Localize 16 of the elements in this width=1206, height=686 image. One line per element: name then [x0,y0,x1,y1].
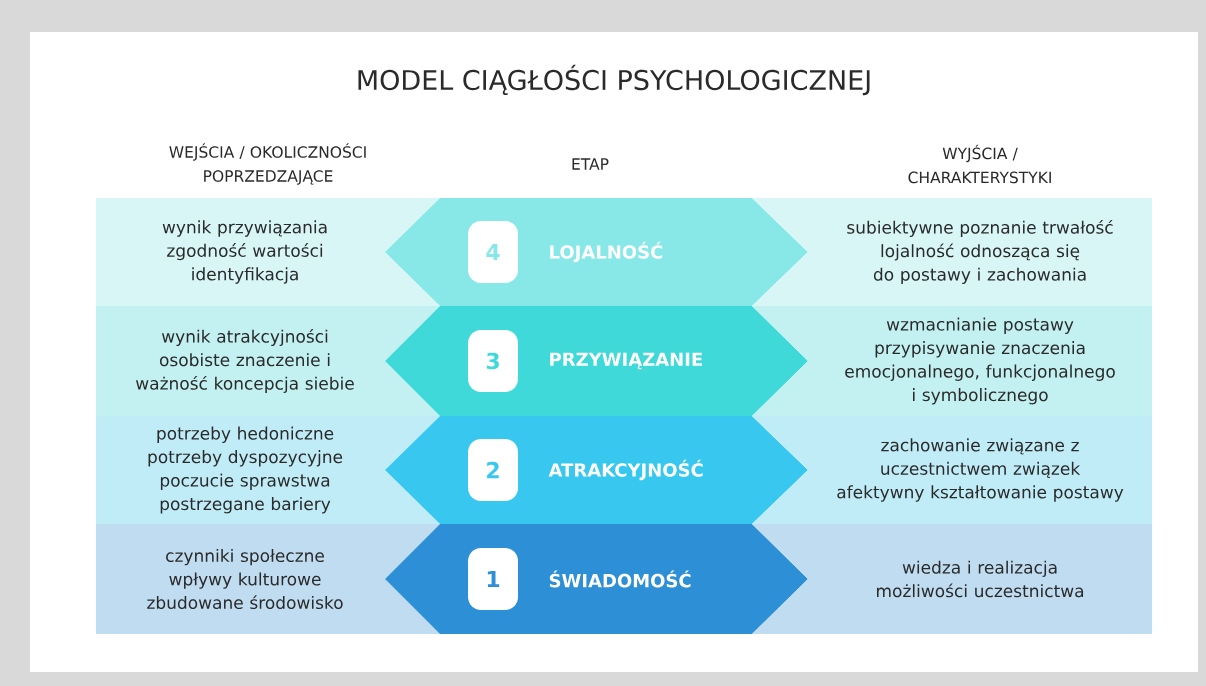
input-cell: wynik przywiązania zgodność wartości identyfikacja [96,198,440,306]
stage-box: 2 ATRAKCYJNOŚĆ [385,416,808,524]
output-cell: wiedza i realizacja możliwości uczestnictwa [752,524,1152,634]
stage-box: 3 PRZYWIĄZANIE [385,306,808,416]
column-header: WEJŚCIA / OKOLICZNOŚCI POPRZEDZAJĄCE [169,143,366,185]
stage-box: 1 ŚWIADOMOŚĆ [385,524,808,634]
column-header: ETAP [572,158,609,170]
input-cell: czynniki społeczne wpływy kulturowe zbudowane środowisko [96,524,440,634]
input-cell: wynik atrakcyjności osobiste znaczenie i ważność koncepcja siebie [96,306,440,416]
input-cell: potrzeby hedoniczne potrzeby dyspozycyjne poczucie sprawstwa postrzegane bariery [96,416,440,524]
title: MODEL CIĄGŁOŚCI PSYCHOLOGICZNEJ [358,64,870,96]
stage-box: 4 LOJALNOŚĆ [385,198,808,306]
output-cell: zachowanie związane z uczestnictwem związek afektywny kształtowanie postawy [752,416,1152,524]
output-cell: subiektywne poznanie trwałość lojalność odnosząca się do postawy i zachowania [752,198,1152,306]
output-cell: wzmacnianie postawy przypisywanie znaczenia emocjonalnego, funkcjonalnego i symbolicznego [752,306,1152,416]
column-header: WYJŚCIA / CHARAKTERYSTYKI [908,144,1051,184]
